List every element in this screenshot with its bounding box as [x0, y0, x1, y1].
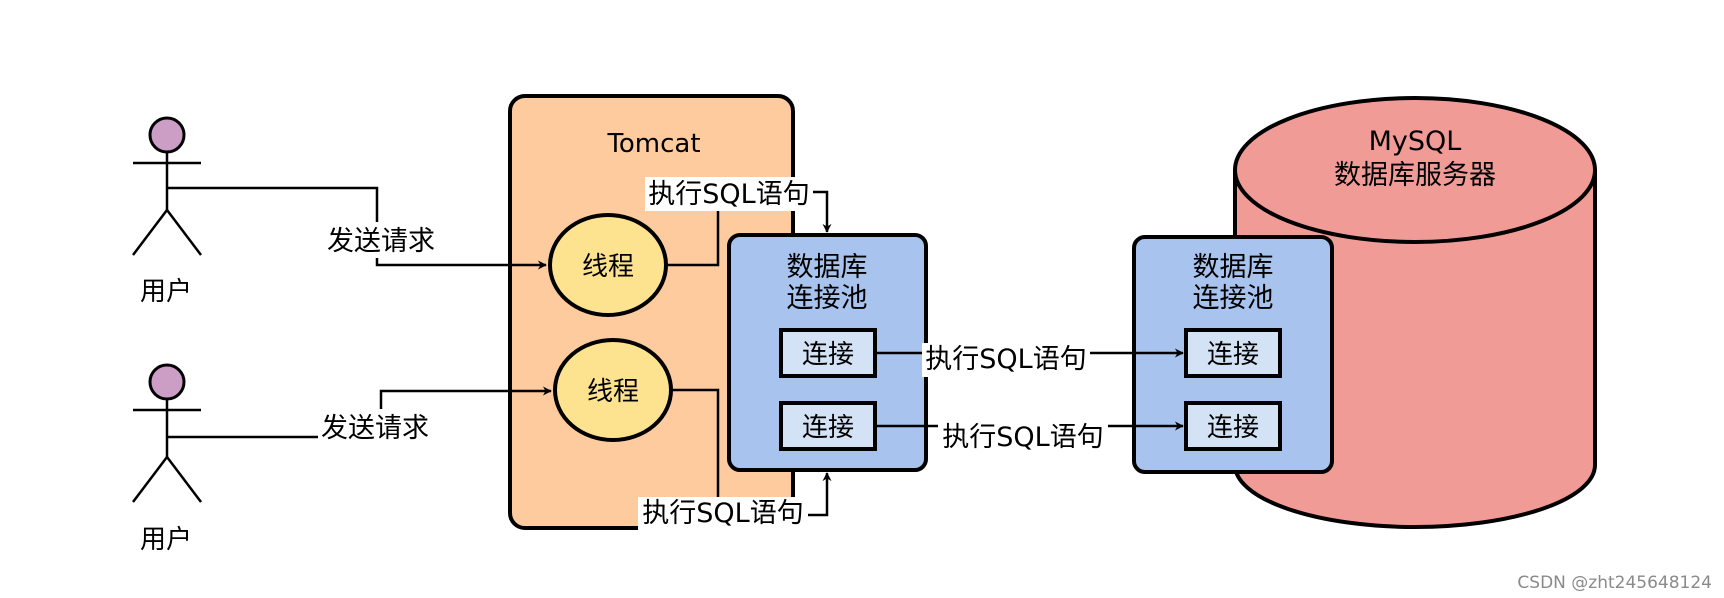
mysql-subtitle: 数据库服务器: [1334, 160, 1496, 191]
app-connection-1: [779, 328, 877, 378]
thread-2-label: 线程: [587, 377, 639, 407]
thread-1-label: 线程: [582, 252, 634, 282]
db-connection-2-label: 连接: [1207, 413, 1259, 443]
db-pool-title-line2: 连接池: [1193, 283, 1274, 314]
user-1-label: 用户: [140, 277, 192, 307]
user-2-figure: [132, 363, 202, 503]
user-2-label: 用户: [140, 525, 192, 555]
exec-sql-label-1: 执行SQL语句: [648, 179, 809, 210]
db-connection-2: [1184, 401, 1282, 451]
mysql-title: MySQL: [1369, 126, 1462, 157]
watermark: CSDN @zht245648124: [1517, 573, 1712, 593]
tomcat-title: Tomcat: [606, 129, 700, 159]
exec-sql-label-2: 执行SQL语句: [642, 498, 803, 529]
db-pool-title-line1: 数据库: [1193, 252, 1274, 283]
app-pool-title-line1: 数据库: [787, 252, 868, 283]
app-connection-1-label: 连接: [802, 340, 854, 370]
app-connection-2-label: 连接: [802, 413, 854, 443]
db-connection-1: [1184, 328, 1282, 378]
thread-1: [548, 213, 668, 317]
app-pool-title-line2: 连接池: [787, 283, 868, 314]
send-request-label-1: 发送请求: [327, 226, 435, 257]
user-1-figure: [132, 116, 202, 256]
exec-sql-label-3: 执行SQL语句: [925, 344, 1086, 375]
exec-sql-label-4: 执行SQL语句: [942, 422, 1103, 453]
send-request-label-2: 发送请求: [321, 413, 429, 444]
db-connection-1-label: 连接: [1207, 340, 1259, 370]
